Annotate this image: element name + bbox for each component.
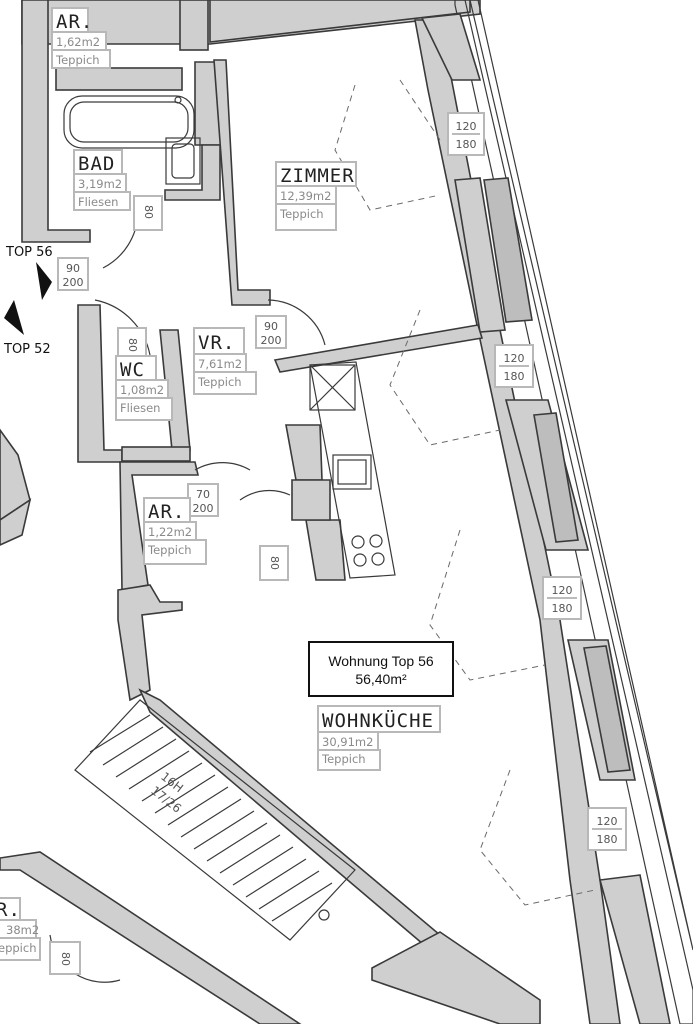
- door-labels: 90 200 90 200 70 200 80 80 80 80: [49, 195, 289, 975]
- svg-text:AR.: AR.: [148, 501, 185, 523]
- top52-label: TOP 52: [3, 342, 51, 357]
- svg-text:120: 120: [597, 815, 618, 828]
- svg-text:120: 120: [552, 584, 573, 597]
- svg-text:180: 180: [504, 370, 525, 383]
- svg-text:Teppich: Teppich: [279, 207, 324, 221]
- unit-title: Wohnung Top 56: [328, 653, 434, 669]
- window-labels: 120 180 120 180 120 180 120 180: [447, 112, 627, 851]
- svg-text:200: 200: [193, 502, 214, 515]
- svg-text:AR.: AR.: [56, 11, 93, 33]
- unit-area: 56,40m²: [355, 671, 407, 687]
- room-ar-bottom: R. 38m2 eppich: [0, 897, 41, 961]
- unit-info-box: Wohnung Top 56 56,40m²: [308, 641, 454, 697]
- kitchen-counter: [309, 361, 396, 579]
- svg-text:1,62m2: 1,62m2: [56, 35, 100, 49]
- door-entry: 90 200: [57, 257, 89, 291]
- svg-text:200: 200: [261, 334, 282, 347]
- svg-text:WOHNKÜCHE: WOHNKÜCHE: [322, 709, 434, 732]
- svg-text:Teppich: Teppich: [321, 752, 366, 766]
- svg-text:1,08m2: 1,08m2: [120, 383, 164, 397]
- svg-text:70: 70: [196, 488, 210, 501]
- svg-text:38m2: 38m2: [6, 923, 39, 937]
- sink: [165, 137, 201, 185]
- window-zimmer: 120 180: [447, 112, 485, 156]
- top56-label: TOP 56: [5, 245, 53, 260]
- svg-text:80: 80: [268, 556, 281, 570]
- svg-text:200: 200: [63, 276, 84, 289]
- svg-text:BAD: BAD: [78, 153, 115, 175]
- svg-text:180: 180: [552, 602, 573, 615]
- svg-text:Teppich: Teppich: [147, 543, 192, 557]
- svg-text:12,39m2: 12,39m2: [280, 189, 331, 203]
- room-wohnkueche: WOHNKÜCHE 30,91m2 Teppich: [317, 705, 441, 771]
- room-wc: WC 1,08m2 Fliesen: [115, 355, 173, 421]
- svg-text:R.: R.: [0, 899, 21, 921]
- svg-text:180: 180: [456, 138, 477, 151]
- door-ar-mid: 70 200: [187, 483, 219, 517]
- svg-text:80: 80: [59, 952, 72, 966]
- room-zimmer: ZIMMER 12,39m2 Teppich: [275, 161, 357, 231]
- svg-text:WC: WC: [120, 359, 145, 381]
- svg-text:30,91m2: 30,91m2: [322, 735, 373, 749]
- door-ar-bottom: 80: [49, 941, 81, 975]
- window-kitchen-1: 120 180: [494, 344, 534, 388]
- room-ar-top: AR. 1,62m2 Teppich: [51, 7, 111, 69]
- svg-text:Teppich: Teppich: [55, 53, 100, 67]
- room-ar-mid: AR. 1,22m2 Teppich: [143, 497, 207, 565]
- top56-arrow-icon: [36, 262, 52, 300]
- svg-text:ZIMMER: ZIMMER: [280, 165, 355, 187]
- svg-text:120: 120: [456, 120, 477, 133]
- svg-text:Fliesen: Fliesen: [120, 401, 160, 415]
- svg-text:120: 120: [504, 352, 525, 365]
- svg-text:VR.: VR.: [198, 332, 235, 354]
- svg-text:eppich: eppich: [0, 941, 36, 955]
- window-kitchen-3: 120 180: [587, 807, 627, 851]
- svg-text:80: 80: [126, 338, 139, 352]
- top-markers: TOP 56 TOP 52: [3, 245, 53, 357]
- room-vr: VR. 7,61m2 Teppich: [193, 327, 257, 395]
- svg-text:Teppich: Teppich: [197, 375, 242, 389]
- bathtub: [63, 95, 195, 149]
- svg-text:Fliesen: Fliesen: [78, 195, 118, 209]
- room-bad: BAD 3,19m2 Fliesen: [73, 149, 131, 211]
- svg-text:1,22m2: 1,22m2: [148, 525, 192, 539]
- door-zimmer: 90 200: [255, 315, 287, 349]
- svg-text:3,19m2: 3,19m2: [78, 177, 122, 191]
- svg-text:80: 80: [142, 205, 155, 219]
- svg-text:180: 180: [597, 833, 618, 846]
- svg-text:90: 90: [66, 262, 80, 275]
- svg-text:7,61m2: 7,61m2: [198, 357, 242, 371]
- window-kitchen-2: 120 180: [542, 576, 582, 620]
- top52-arrow-icon: [4, 300, 24, 335]
- door-bad: 80: [133, 195, 163, 231]
- svg-text:90: 90: [264, 320, 278, 333]
- door-kitchen: 80: [259, 545, 289, 581]
